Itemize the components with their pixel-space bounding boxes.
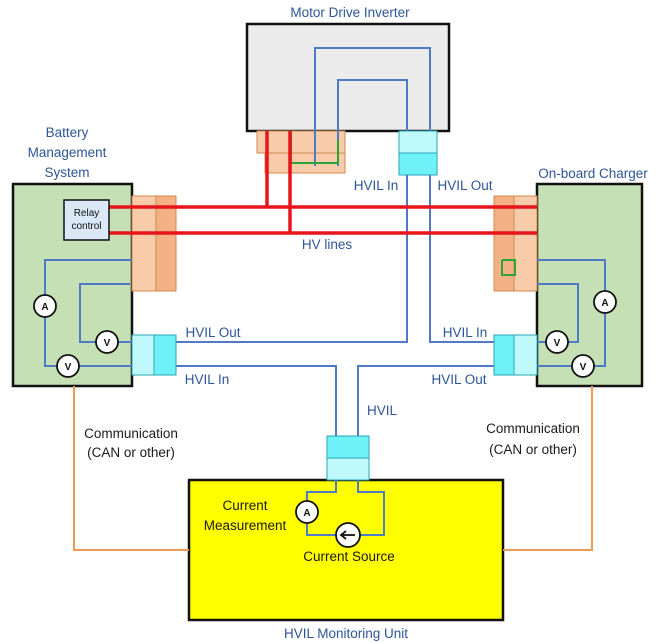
current-measurement-label-1: Current — [222, 498, 267, 513]
bms-title-2: Management — [28, 145, 107, 160]
hv-lines — [108, 131, 537, 235]
comm-wire-right — [503, 386, 593, 551]
svg-text:A: A — [601, 298, 608, 309]
current-measurement-label-2: Measurement — [204, 518, 287, 533]
comm-wire-left — [73, 386, 189, 551]
bms-voltmeter-lower: V — [56, 354, 80, 378]
charger-hvil-out-label: HVIL Out — [431, 372, 486, 387]
relay-label-2: control — [71, 221, 101, 232]
charger-hv-connector — [493, 195, 538, 292]
inverter-hvil-connector — [398, 130, 438, 176]
charger-voltmeter-lower: V — [571, 354, 595, 378]
svg-text:V: V — [65, 362, 72, 373]
svg-text:V: V — [104, 338, 111, 349]
current-source-icon — [335, 522, 361, 548]
hvil-label: HVIL — [367, 403, 398, 418]
monitor-ammeter: A — [295, 500, 319, 524]
charger-ammeter: A — [593, 290, 617, 314]
svg-text:V: V — [580, 362, 587, 373]
relay-control-box — [63, 199, 110, 241]
monitor-hvil-connector — [326, 435, 370, 481]
bms-hv-connector — [131, 195, 177, 292]
inverter-title: Motor Drive Inverter — [290, 5, 410, 20]
comm-left-label-1: Communication — [84, 426, 178, 441]
comm-right-label-1: Communication — [486, 421, 580, 436]
comm-right-label-2: (CAN or other) — [489, 442, 577, 457]
bms-hvil-connector — [131, 334, 177, 376]
charger-title: On-board Charger — [538, 166, 648, 181]
relay-label-1: Relay — [74, 208, 100, 219]
comm-left-label-2: (CAN or other) — [87, 445, 175, 460]
bms-hvil-in-label: HVIL In — [185, 372, 230, 387]
svg-text:A: A — [41, 302, 48, 313]
monitoring-unit-title: HVIL Monitoring Unit — [284, 626, 408, 641]
current-source-label: Current Source — [303, 549, 395, 564]
inverter-hv-connector — [256, 130, 346, 174]
bms-hvil-out-label: HVIL Out — [185, 325, 240, 340]
charger-voltmeter-upper: V — [545, 330, 569, 354]
charger-inner-loop — [501, 259, 516, 276]
hv-lines-label: HV lines — [302, 237, 353, 252]
bms-title-1: Battery — [46, 125, 89, 140]
charger-hvil-connector — [493, 334, 538, 376]
bms-voltmeter-upper: V — [95, 330, 119, 354]
svg-text:V: V — [554, 338, 561, 349]
bms-title-3: System — [44, 165, 89, 180]
inverter-hvil-in-label: HVIL In — [354, 178, 399, 193]
hvil-wiring — [44, 47, 606, 536]
motor-drive-inverter-box — [245, 22, 451, 133]
svg-text:A: A — [303, 508, 310, 519]
charger-hvil-in-label: HVIL In — [443, 325, 488, 340]
bms-ammeter: A — [33, 294, 57, 318]
inverter-hvil-out-label: HVIL Out — [437, 178, 492, 193]
